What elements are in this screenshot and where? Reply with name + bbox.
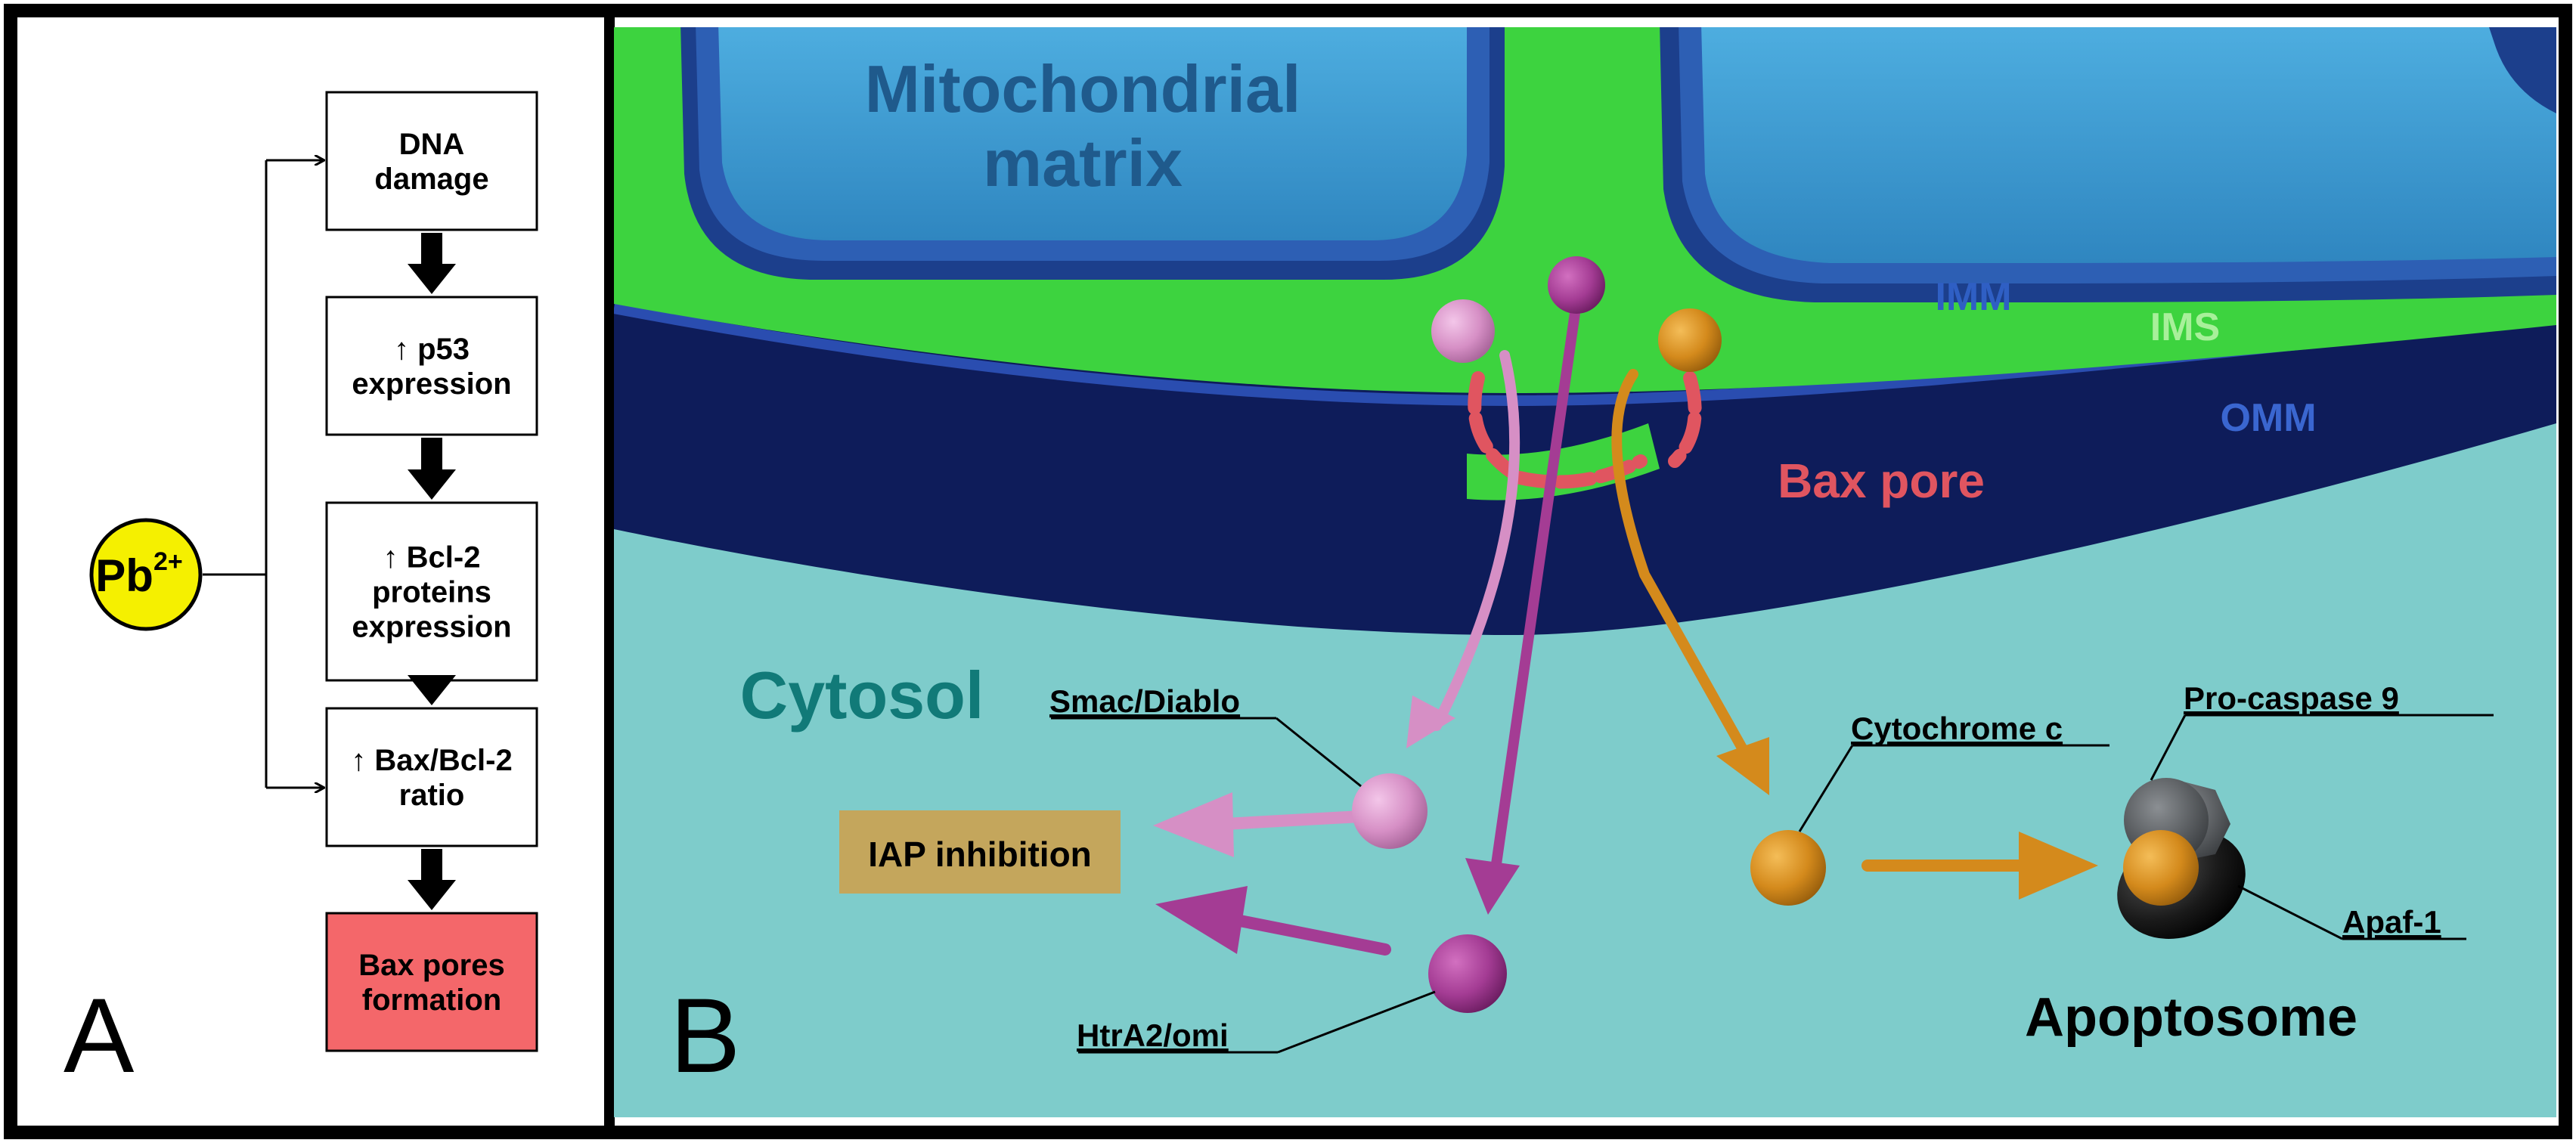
step-arrow-head-1 <box>408 264 456 294</box>
step-3-text-line-2: proteins <box>372 576 491 609</box>
step-box-4 <box>325 707 538 847</box>
step-arrow-head-4 <box>408 880 456 910</box>
step-arrow-shaft-1 <box>421 233 442 268</box>
cytosol-label: Cytosol <box>740 658 984 733</box>
cytochrome-label: Cytochrome c <box>1851 711 2063 746</box>
htra2-callout: HtrA2/omi <box>1077 990 1436 1054</box>
step-3-text-line-1: ↑ Bcl-2 <box>383 541 481 575</box>
pb-ion: Pb2+ <box>89 518 203 631</box>
step-box-3 <box>325 501 538 682</box>
release-arrows <box>1153 297 2098 956</box>
smac-iap-arrow <box>1219 810 1367 830</box>
cytochrome-arrowhead <box>1716 737 1769 795</box>
svg-text:Pb2+: Pb2+ <box>95 547 182 601</box>
matrix-label-line-1: Mitochondrial <box>865 51 1301 126</box>
panel-b-letter: B <box>670 976 740 1095</box>
apoptosome-label: Apoptosome <box>2025 987 2357 1048</box>
step-box-1 <box>325 91 538 231</box>
matrix-label-line-2: matrix <box>983 125 1183 200</box>
step-arrow-head-2 <box>408 469 456 500</box>
cytochrome-release-arrow <box>1611 369 1752 761</box>
step-box-2 <box>325 296 538 436</box>
htra2-release-arrow <box>1490 297 1582 875</box>
cytochrome-in-apoptosome <box>2123 830 2199 906</box>
mitochondrial-matrix <box>680 27 2556 302</box>
htra2-iap-arrowhead <box>1155 886 1248 954</box>
smac-molecule-cytosol <box>1352 773 1427 849</box>
procaspase-label: Pro-caspase 9 <box>2184 680 2399 716</box>
apaf-callout: Apaf-1 <box>2237 884 2466 940</box>
step-4-text-line-1: ↑ Bax/Bcl-2 <box>351 744 512 777</box>
apoptosome-arrowhead <box>2019 832 2098 900</box>
htra2-iap-arrow <box>1234 915 1391 956</box>
cytochrome-callout: Cytochrome c <box>1798 711 2109 832</box>
imm-label: IMM <box>1935 275 2011 319</box>
ims-label: IMS <box>2150 305 2220 349</box>
smac-iap-arrowhead <box>1153 792 1234 857</box>
smac-arrowhead <box>1406 695 1455 748</box>
pb-label: Pb <box>95 550 153 601</box>
step-2-text-line-2: expression <box>352 367 511 401</box>
cytochrome-molecule-cytosol <box>1750 830 1826 906</box>
step-arrow-shaft-4 <box>421 849 442 884</box>
step-5-text-line-2: formation <box>362 983 501 1017</box>
iap-inhibition-box <box>839 810 1121 894</box>
bax-pore-label: Bax pore <box>1778 454 1985 508</box>
step-arrow-shaft-2 <box>421 438 442 474</box>
omm-label: OMM <box>2220 396 2316 440</box>
smac-release-arrow <box>1431 350 1520 731</box>
step-box-5 <box>325 912 538 1052</box>
smac-label: Smac/Diablo <box>1049 683 1240 719</box>
htra2-label: HtrA2/omi <box>1077 1018 1229 1053</box>
step-4-text-line-2: ratio <box>399 779 465 812</box>
smac-callout: Smac/Diablo <box>1049 683 1362 788</box>
apoptosome-complex <box>2117 778 2246 939</box>
smac-molecule-ims <box>1431 299 1495 363</box>
htra2-molecule-ims <box>1548 256 1605 314</box>
step-1-text-line-2: damage <box>374 163 488 196</box>
pb-charge: 2+ <box>153 547 183 576</box>
iap-inhibition-label: IAP inhibition <box>868 835 1092 874</box>
procaspase-callout: Pro-caspase 9 <box>2150 680 2494 781</box>
step-1-text-line-1: DNA <box>399 128 465 161</box>
step-arrow-head-3 <box>408 675 456 705</box>
htra2-arrowhead <box>1465 858 1520 915</box>
cytochrome-molecule-ims <box>1658 308 1722 372</box>
panel-a-letter: A <box>64 976 135 1095</box>
htra2-molecule-cytosol <box>1428 934 1507 1013</box>
step-2-text-line-1: ↑ p53 <box>394 333 470 366</box>
apaf-label: Apaf-1 <box>2342 904 2441 940</box>
step-3-text-line-3: expression <box>352 611 511 644</box>
step-5-text-line-1: Bax pores <box>358 949 504 982</box>
